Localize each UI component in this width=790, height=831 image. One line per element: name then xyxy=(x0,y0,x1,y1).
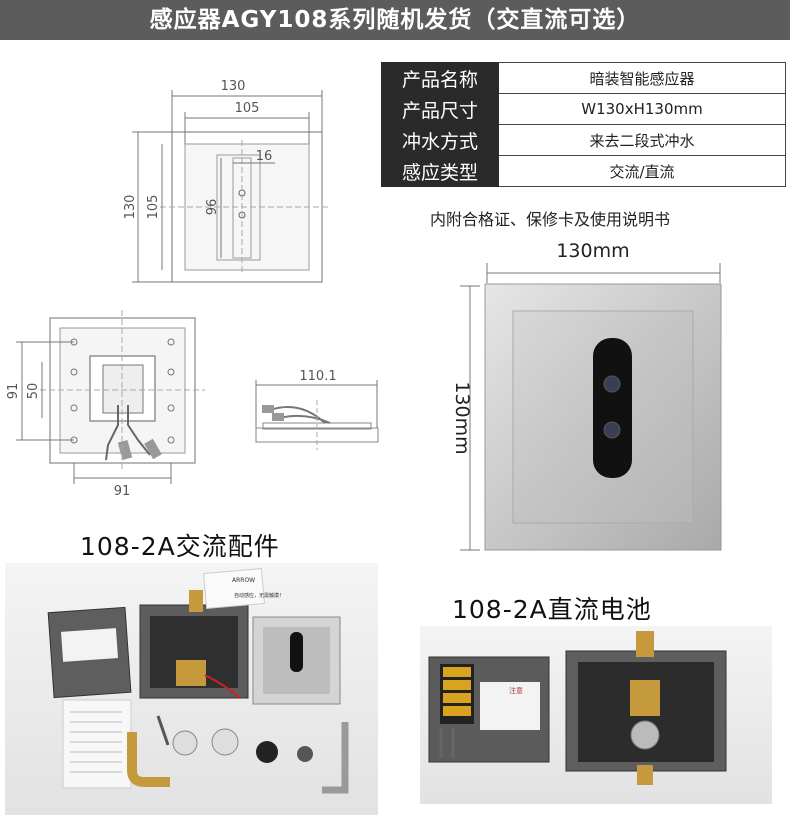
dim-105-width: 105 xyxy=(235,101,260,116)
spec-key: 冲水方式 xyxy=(381,124,499,156)
front-view-drawing xyxy=(132,90,330,283)
spec-row: 感应类型交流/直流 xyxy=(381,155,786,187)
dim-16-width: 16 xyxy=(256,149,273,164)
spec-value: 交流/直流 xyxy=(498,155,786,187)
box-label: 注意 xyxy=(509,686,523,695)
ac-accessories-title: 108-2A交流配件 xyxy=(80,532,280,561)
dim-130-width: 130 xyxy=(221,79,246,94)
back-view-drawing xyxy=(16,310,205,484)
spec-key: 产品尺寸 xyxy=(381,93,499,125)
spec-value: 暗装智能感应器 xyxy=(498,62,786,94)
page-banner: 感应器AGY108系列随机发货（交直流可选） xyxy=(0,0,790,40)
dim-91-height: 91 xyxy=(6,383,21,400)
card-brand: ARROW xyxy=(232,577,255,584)
dc-battery-photo xyxy=(420,626,772,804)
ac-accessories-photo xyxy=(5,563,378,815)
dim-130-height: 130 xyxy=(123,195,138,220)
spec-value: W130xH130mm xyxy=(498,93,786,125)
spec-key: 产品名称 xyxy=(381,62,499,94)
dim-110-width: 110.1 xyxy=(299,369,336,384)
product-width-label: 130mm xyxy=(556,240,629,262)
dim-105-height: 105 xyxy=(146,195,161,220)
dc-battery-title: 108-2A直流电池 xyxy=(452,595,652,624)
dim-96-height: 96 xyxy=(205,199,220,216)
spec-row: 产品名称暗装智能感应器 xyxy=(381,62,786,94)
side-view-drawing xyxy=(255,380,379,450)
product-render xyxy=(460,263,722,551)
dim-91-width: 91 xyxy=(114,484,131,499)
product-height-label: 130mm xyxy=(451,381,473,454)
included-docs-note: 内附合格证、保修卡及使用说明书 xyxy=(430,210,671,229)
dim-50-height: 50 xyxy=(26,383,41,400)
card-text: 自动感应，无需触摸！ xyxy=(234,592,284,599)
spec-row: 冲水方式来去二段式冲水 xyxy=(381,124,786,156)
spec-key: 感应类型 xyxy=(381,155,499,187)
